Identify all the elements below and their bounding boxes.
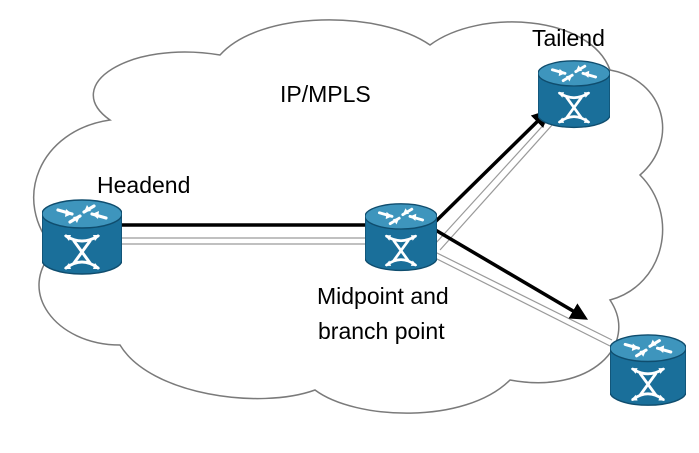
primary-lsp-paths [118, 109, 589, 320]
router-icon-headend [42, 198, 122, 276]
secondary-paths [118, 119, 613, 347]
headend-label: Headend [97, 172, 190, 198]
router-icon-tailend [538, 59, 610, 130]
router-icon-midpoint [365, 202, 437, 272]
cloud-label: IP/MPLS [280, 81, 371, 107]
midpoint-label-line2: branch point [318, 318, 445, 344]
midpoint-to-tailend2-arrow [431, 226, 589, 320]
tailend-label: Tailend [532, 25, 605, 51]
ip-mpls-cloud [32, 19, 664, 414]
router-icon-tailend2 [610, 333, 686, 407]
midpoint-label-line1: Midpoint and [317, 283, 449, 309]
midpoint-to-tailend-arrow [430, 109, 550, 227]
